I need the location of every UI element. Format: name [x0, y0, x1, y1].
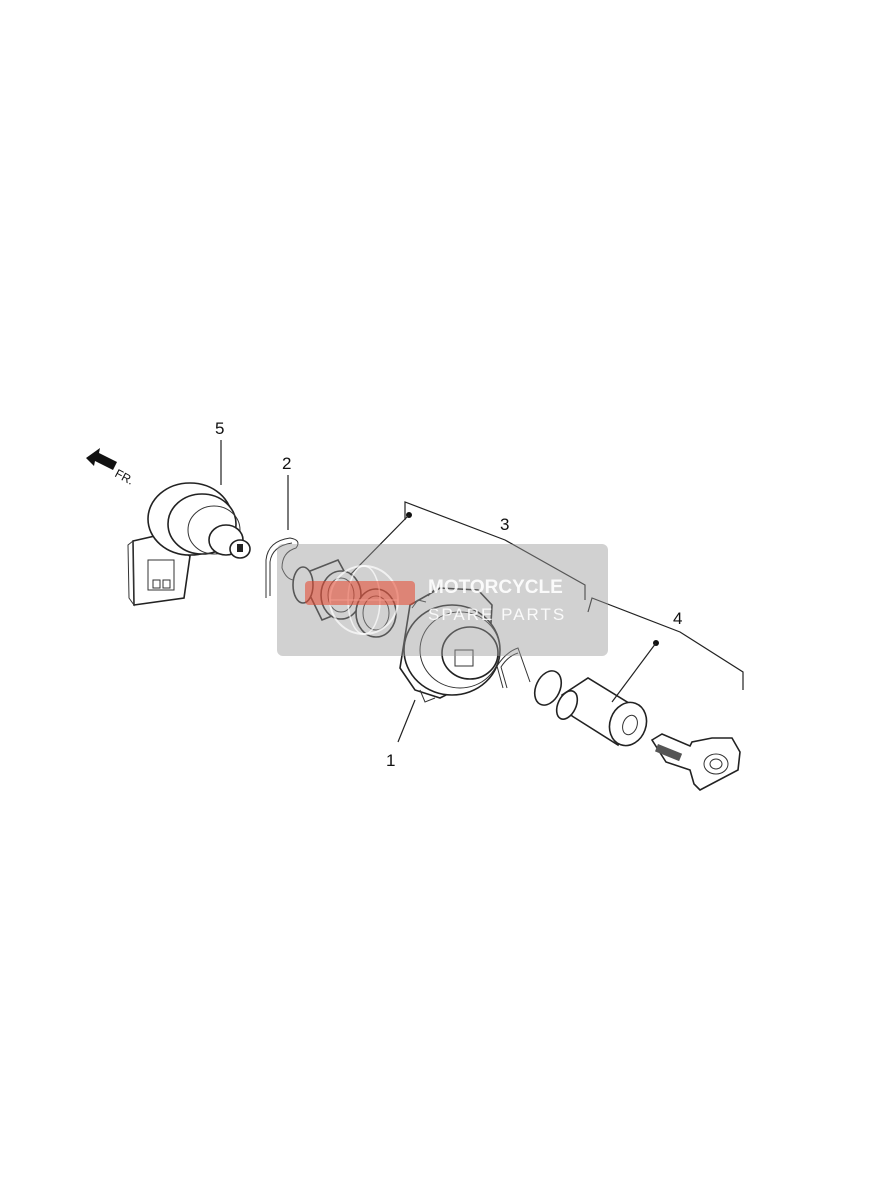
part-5-switch-body: [127, 482, 251, 607]
o-ring: [533, 670, 563, 706]
leader-line-1: [397, 699, 416, 743]
front-direction-arrow-icon: [86, 448, 117, 470]
watermark: MOTORCYCLE SPARE PARTS: [277, 544, 608, 656]
callout-5: 5: [215, 419, 224, 438]
callout-2: 2: [282, 454, 291, 473]
watermark-badge: [305, 581, 415, 605]
bracket-3: [349, 501, 586, 600]
callout-3: 3: [500, 515, 509, 534]
watermark-line1: MOTORCYCLE: [428, 577, 563, 598]
watermark-line2: SPARE PARTS: [428, 605, 566, 624]
lock-clip: [496, 647, 531, 689]
callout-4: 4: [673, 609, 682, 628]
part-4-lock-cylinder: [555, 677, 648, 747]
key-icon: [650, 733, 741, 791]
part-2-clip: [265, 537, 299, 598]
callout-1: 1: [386, 751, 395, 770]
direction-label: FR.: [113, 466, 137, 487]
part-1-lock-housing: [399, 587, 501, 703]
bracket-4: [587, 597, 744, 703]
